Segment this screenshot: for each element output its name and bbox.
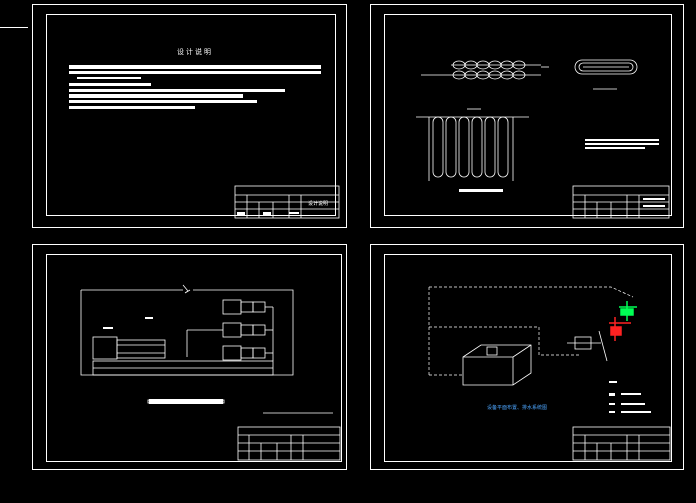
highlighted-piping-red [609, 317, 631, 341]
tank-isometric [462, 344, 532, 386]
sheet-3-labels [103, 317, 223, 404]
design-notes-text-block [69, 65, 321, 109]
sheet-3-drawing [80, 284, 341, 461]
drawing-sheet-1[interactable]: 设计说明 设计说明 [32, 4, 347, 228]
sheet-1-title-block [234, 185, 340, 219]
drawing-sheet-3[interactable] [32, 244, 347, 470]
pump-cluster [567, 330, 608, 362]
sheet-1-drawing: 设计说明 [69, 65, 340, 219]
sheet-1-frame: 设计说明 [46, 14, 336, 216]
sheet-1-titleblock-name: 设计说明 [308, 200, 328, 207]
coil-plan-view [574, 59, 638, 90]
drawing-sheet-2[interactable] [370, 4, 684, 228]
crosshair-mark [0, 27, 28, 28]
sheet-4-caption: 设备平面布置、排水系统图 [487, 404, 547, 411]
sheet-4-title-block [572, 426, 671, 461]
sheet-2-frame [384, 14, 672, 216]
sheet-2-notes [459, 139, 659, 192]
sheet-2-drawing [416, 59, 670, 219]
sheet-3-title-block [237, 426, 341, 461]
sheet-3-frame [46, 254, 342, 462]
coil-bank-elevation [416, 108, 529, 192]
sheet-2-title-block [572, 185, 670, 219]
drainage-isometric [428, 286, 634, 376]
process-layout [80, 284, 333, 414]
drawing-sheet-4[interactable]: 设备平面布置、排水系统图 [370, 244, 684, 470]
sheet-1-title: 设计说明 [177, 48, 213, 56]
header-manifold-elevation [421, 60, 549, 80]
sheet-4-drawing: 设备平面布置、排水系统图 [428, 286, 671, 461]
highlighted-piping-green [619, 301, 637, 321]
sheet-4-frame [384, 254, 672, 462]
sheet-4-legend [609, 381, 651, 413]
